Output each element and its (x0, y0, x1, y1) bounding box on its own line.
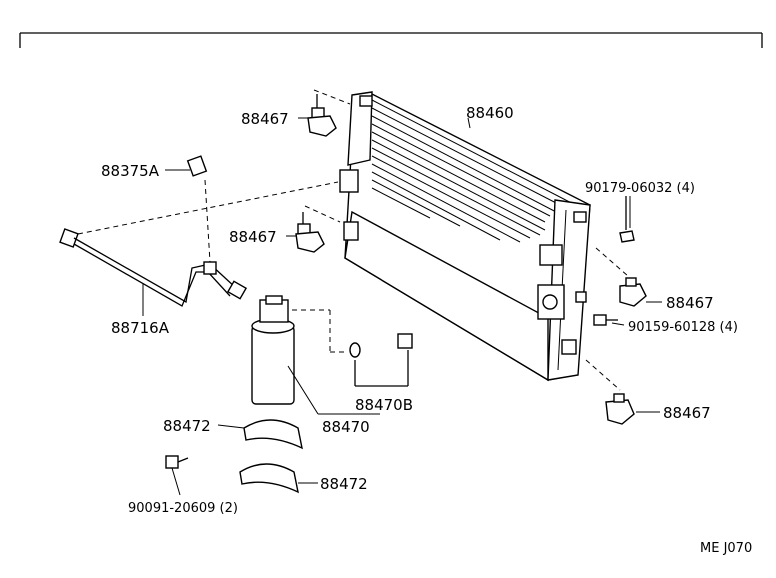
label-bracket-top: 88467 (241, 110, 289, 128)
label-sensor-plug: 88375A (101, 162, 160, 180)
label-receiver: 88470 (322, 418, 370, 436)
tube-drawing (59, 181, 339, 307)
label-bolt-right-mid: 90159-60128 (4) (628, 320, 738, 335)
band-lower-drawing (239, 463, 299, 494)
receiver-drawing (251, 295, 345, 405)
label-bolt-right-top: 90179-06032 (4) (585, 181, 695, 196)
label-band-lower: 88472 (320, 475, 368, 493)
label-tube: 88716A (111, 319, 170, 337)
label-condenser: 88460 (466, 104, 514, 122)
bolt-right-top-drawing (619, 196, 635, 243)
label-receiver-parts: 88470B (355, 396, 413, 414)
receiver-parts-drawing (349, 333, 413, 387)
band-upper-drawing (243, 419, 303, 450)
label-bracket-right-lower: 88467 (663, 404, 711, 422)
condenser-drawing (339, 91, 591, 382)
label-band-upper: 88472 (163, 417, 211, 435)
label-bracket-mid: 88467 (229, 228, 277, 246)
diagram-code: ME J070 (700, 541, 752, 556)
bracket-right-lower-drawing (585, 359, 635, 425)
label-bolt-band: 90091-20609 (2) (128, 501, 238, 516)
bolt-band-drawing (165, 455, 189, 469)
sensor-plug-drawing (186, 155, 211, 263)
bracket-mid-drawing (295, 205, 341, 253)
label-bracket-right-upper: 88467 (666, 294, 714, 312)
bracket-top-drawing (307, 89, 351, 137)
leader-lines (142, 117, 662, 496)
bracket-right-upper-drawing (595, 247, 647, 307)
frame-border (19, 32, 763, 48)
bolt-right-mid-drawing (593, 314, 618, 326)
